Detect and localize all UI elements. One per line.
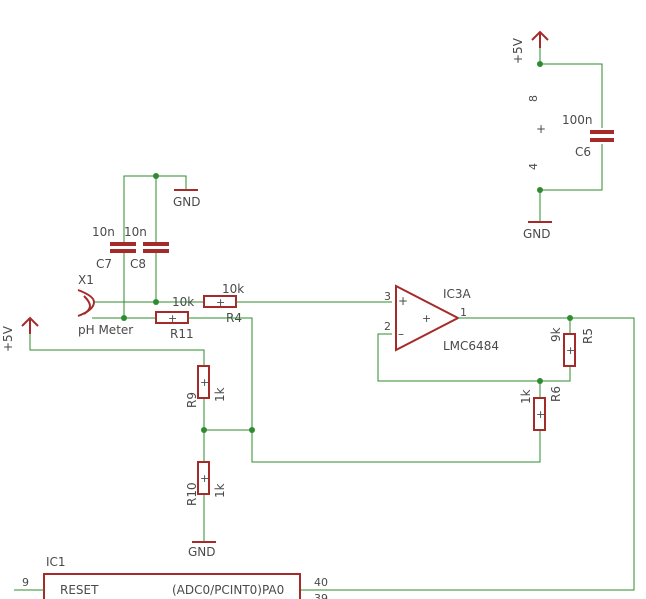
c6-plate-top [590, 130, 614, 134]
gnd-label-top-right: GND [523, 227, 551, 241]
gnd-label-bottom: GND [188, 545, 216, 559]
vcc-label-left: +5V [1, 325, 15, 352]
r11-resistor: + 10k R11 [155, 295, 541, 463]
junction [249, 427, 255, 433]
pin-8-label: 8 [527, 95, 540, 102]
ic1-adc0-pin: (ADC0/PCINT0)PA0 [172, 583, 284, 597]
x1-connector-inner [83, 295, 92, 315]
junction [537, 187, 543, 193]
r4-resistor: + 10k R4 [203, 282, 392, 325]
c6-plate-bottom [590, 138, 614, 142]
c8-plate-bottom [143, 249, 169, 253]
junction [567, 315, 573, 321]
r11-name-label: R11 [170, 327, 194, 341]
r6-plus: + [536, 408, 545, 421]
pin-9-label: 9 [22, 576, 29, 589]
supply-section: +5V 8 + 4 100n C6 GND [511, 30, 614, 241]
junction [121, 315, 127, 321]
opamp-triangle [395, 284, 461, 352]
r10-value-label: 1k [213, 483, 227, 498]
r11-plus: + [168, 312, 177, 325]
opamp-center-plus: + [422, 312, 431, 325]
x1-name-label: X1 [78, 273, 94, 287]
r9-body [197, 365, 210, 399]
r6-value-label: 1k [519, 389, 533, 404]
pin-1-label: 1 [460, 306, 467, 319]
ic1-body [43, 573, 301, 599]
r4-plus: + [216, 296, 225, 309]
c6-name-label: C6 [575, 145, 591, 159]
r5-body [563, 333, 576, 367]
r11-wire [188, 317, 541, 463]
gnd-label-middle: GND [173, 195, 201, 209]
junction [537, 378, 543, 384]
vcc-symbol-left [21, 316, 39, 334]
c7-plate-bottom [110, 249, 136, 253]
r10-name-label: R10 [185, 482, 199, 506]
r6-body [533, 397, 546, 431]
r5-name-label: R5 [581, 328, 595, 344]
r9-plus: + [200, 376, 209, 389]
supply-wire [539, 48, 603, 222]
c7-name-label: C7 [96, 257, 112, 271]
c6-value-label: 100n [562, 113, 593, 127]
ic3a-opamp: + – + 3 2 1 IC3A LMC6484 [300, 284, 635, 591]
ic1-name-label: IC1 [46, 555, 66, 569]
x1-value-label: pH Meter [78, 323, 133, 337]
divider-section: +5V + R9 1k + R10 1k GND [1, 316, 255, 559]
r4-value-label: 10k [222, 282, 244, 296]
r10-body [197, 461, 210, 495]
pin-4-label: 4 [527, 163, 540, 170]
pin-2-label: 2 [384, 320, 391, 333]
divider-wire [29, 334, 252, 542]
opamp-wires [300, 317, 635, 591]
r11-value-label: 10k [172, 295, 194, 309]
r9-name-label: R9 [185, 392, 199, 408]
plus-sign: + [536, 122, 546, 136]
pin-3-label: 3 [384, 290, 391, 303]
junction [537, 61, 543, 67]
opamp-minus-input: – [398, 327, 404, 341]
c8-value-label: 10n [124, 225, 147, 239]
c8-name-label: C8 [130, 257, 146, 271]
x1-connector: X1 pH Meter [77, 273, 204, 337]
ic3a-name-label: IC3A [443, 287, 472, 301]
r5-plus: + [566, 344, 575, 357]
ic3a-value-label: LMC6484 [443, 339, 499, 353]
junction [153, 173, 159, 179]
opamp-plus-input: + [398, 294, 408, 308]
c7-value-label: 10n [92, 225, 115, 239]
c8-plate-top [143, 242, 169, 246]
ic1-reset-pin: RESET [60, 583, 99, 597]
feedback-resistors: + 9k R5 + 1k R6 [519, 327, 595, 431]
r6-name-label: R6 [549, 386, 563, 402]
r9-value-label: 1k [213, 387, 227, 402]
ic1-microcontroller: IC1 RESET (ADC0/PCINT0)PA0 9 40 39 [14, 555, 328, 599]
c7-plate-top [110, 242, 136, 246]
pin-40-label: 40 [314, 576, 328, 589]
r5-value-label: 9k [549, 327, 563, 342]
filter-section: GND 10n C7 10n C8 [92, 173, 201, 318]
junction [201, 427, 207, 433]
vcc-label-top: +5V [511, 37, 525, 64]
pin-39-label: 39 [314, 592, 328, 599]
junction [153, 299, 159, 305]
vcc-symbol-top [531, 30, 549, 48]
r10-plus: + [200, 472, 209, 485]
